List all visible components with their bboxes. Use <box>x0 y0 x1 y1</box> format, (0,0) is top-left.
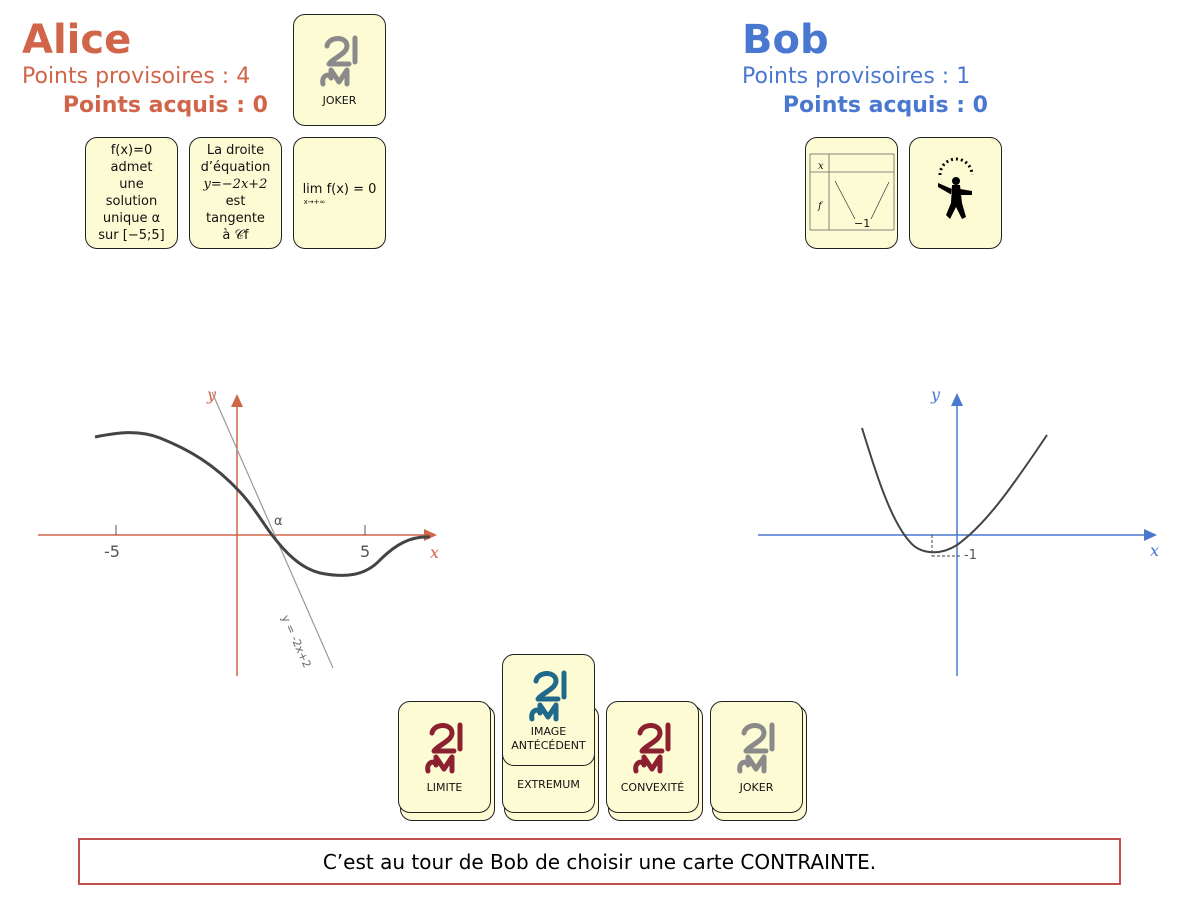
alpha-label: α <box>274 514 283 529</box>
tick-label-neg: -5 <box>104 542 120 561</box>
card-line: lim f(x) = 0 <box>302 181 377 197</box>
card-line: est <box>225 194 246 209</box>
alice-joker-card[interactable]: JOKER <box>293 14 386 126</box>
x-axis-label: x <box>1150 541 1160 560</box>
alice-card-limit[interactable]: lim f(x) = 0 x→+∞ <box>293 137 386 249</box>
card-subscript: x→+∞ <box>303 197 326 206</box>
tick-label-pos: 5 <box>360 542 371 561</box>
card-label: JOKER <box>739 781 774 794</box>
min-label: -1 <box>964 548 977 563</box>
deck-card-joker[interactable]: JOKER <box>710 701 803 813</box>
table-x-label: x <box>818 161 824 172</box>
y-axis-arrow <box>231 394 243 407</box>
variation-table <box>809 153 894 231</box>
deck-card-image-antecedent[interactable]: IMAGE ANTÉCÉDENT <box>502 654 595 766</box>
deck-card-limite[interactable]: LIMITE <box>398 701 491 813</box>
bob-provisional-points: Points provisoires : 1 <box>742 64 971 89</box>
bob-name: Bob <box>742 17 829 63</box>
y-axis-label: y <box>207 385 217 404</box>
jester-icon <box>937 157 973 219</box>
card-label: JOKER <box>322 94 357 107</box>
card-label: CONVEXITÉ <box>620 781 685 794</box>
logo-icon <box>736 722 774 774</box>
bob-card-joker[interactable] <box>909 137 1002 249</box>
card-label-1: IMAGE <box>530 725 567 738</box>
function-curve <box>861 427 1048 554</box>
card-line: y=−2x+2 <box>203 177 268 192</box>
logo-icon <box>632 722 670 774</box>
card-line: solution <box>105 194 158 209</box>
table-f-label: f <box>818 201 822 212</box>
alice-name: Alice <box>22 17 132 63</box>
logo-icon <box>528 670 566 722</box>
card-line: f(x)=0 <box>110 143 153 158</box>
card-label: LIMITE <box>426 781 463 794</box>
x-axis-label: x <box>430 543 440 562</box>
card-line: sur [−5;5] <box>98 228 165 243</box>
deck-card-convexite[interactable]: CONVEXITÉ <box>606 701 699 813</box>
x-axis-arrow <box>424 529 437 541</box>
y-axis-arrow <box>951 393 963 406</box>
table-min-value: −1 <box>854 217 871 230</box>
card-line: une <box>119 177 144 192</box>
status-message: C’est au tour de Bob de choisir une cart… <box>78 838 1121 885</box>
alice-acquired-points: Points acquis : 0 <box>62 93 268 118</box>
alice-card-tangent[interactable]: La droite d’équation y=−2x+2 est tangent… <box>189 137 282 249</box>
logo-icon <box>424 722 462 774</box>
card-line: unique α <box>102 211 161 226</box>
bob-graph <box>758 393 1157 676</box>
card-label: EXTREMUM <box>517 778 580 791</box>
alice-card-solution[interactable]: f(x)=0 admet une solution unique α sur [… <box>85 137 178 249</box>
card-line: admet <box>110 160 153 175</box>
x-axis-arrow <box>1144 529 1157 541</box>
card-line: à 𝒞f <box>222 228 249 243</box>
logo-icon <box>319 35 357 87</box>
alice-provisional-points: Points provisoires : 4 <box>22 64 251 89</box>
bob-card-variation-table[interactable]: x f −1 <box>805 137 898 249</box>
y-axis-label: y <box>931 385 941 404</box>
card-line: tangente <box>206 211 265 226</box>
card-line: La droite <box>206 143 265 158</box>
card-line: d’équation <box>200 160 271 175</box>
bob-acquired-points: Points acquis : 0 <box>782 93 988 118</box>
tangent-line <box>211 391 334 669</box>
alice-graph <box>38 391 437 676</box>
function-curve <box>94 431 431 577</box>
card-label-2: ANTÉCÉDENT <box>511 739 586 752</box>
